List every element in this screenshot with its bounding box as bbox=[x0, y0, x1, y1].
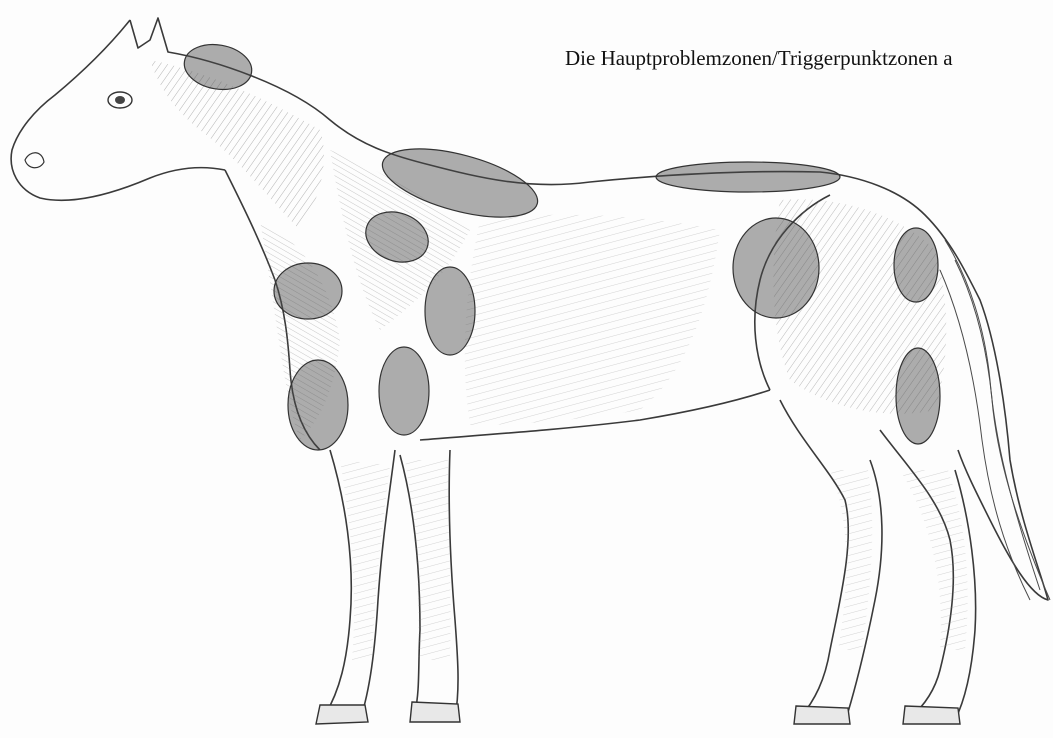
zone-upper-arm bbox=[379, 347, 429, 435]
zone-neck-lower bbox=[274, 263, 342, 319]
zone-hip bbox=[733, 218, 819, 318]
zone-chest-point bbox=[288, 360, 348, 450]
zone-hindquarter-upper bbox=[894, 228, 938, 302]
figure-caption: Die Hauptproblemzonen/Triggerpunktzonen … bbox=[565, 46, 953, 71]
horse-nostril bbox=[25, 153, 44, 168]
horse-eye bbox=[108, 92, 132, 108]
zone-hindquarter-lower bbox=[896, 348, 940, 444]
zone-saddle-back bbox=[656, 162, 840, 192]
hooves bbox=[316, 702, 960, 724]
zone-shoulder-scapula bbox=[425, 267, 475, 355]
